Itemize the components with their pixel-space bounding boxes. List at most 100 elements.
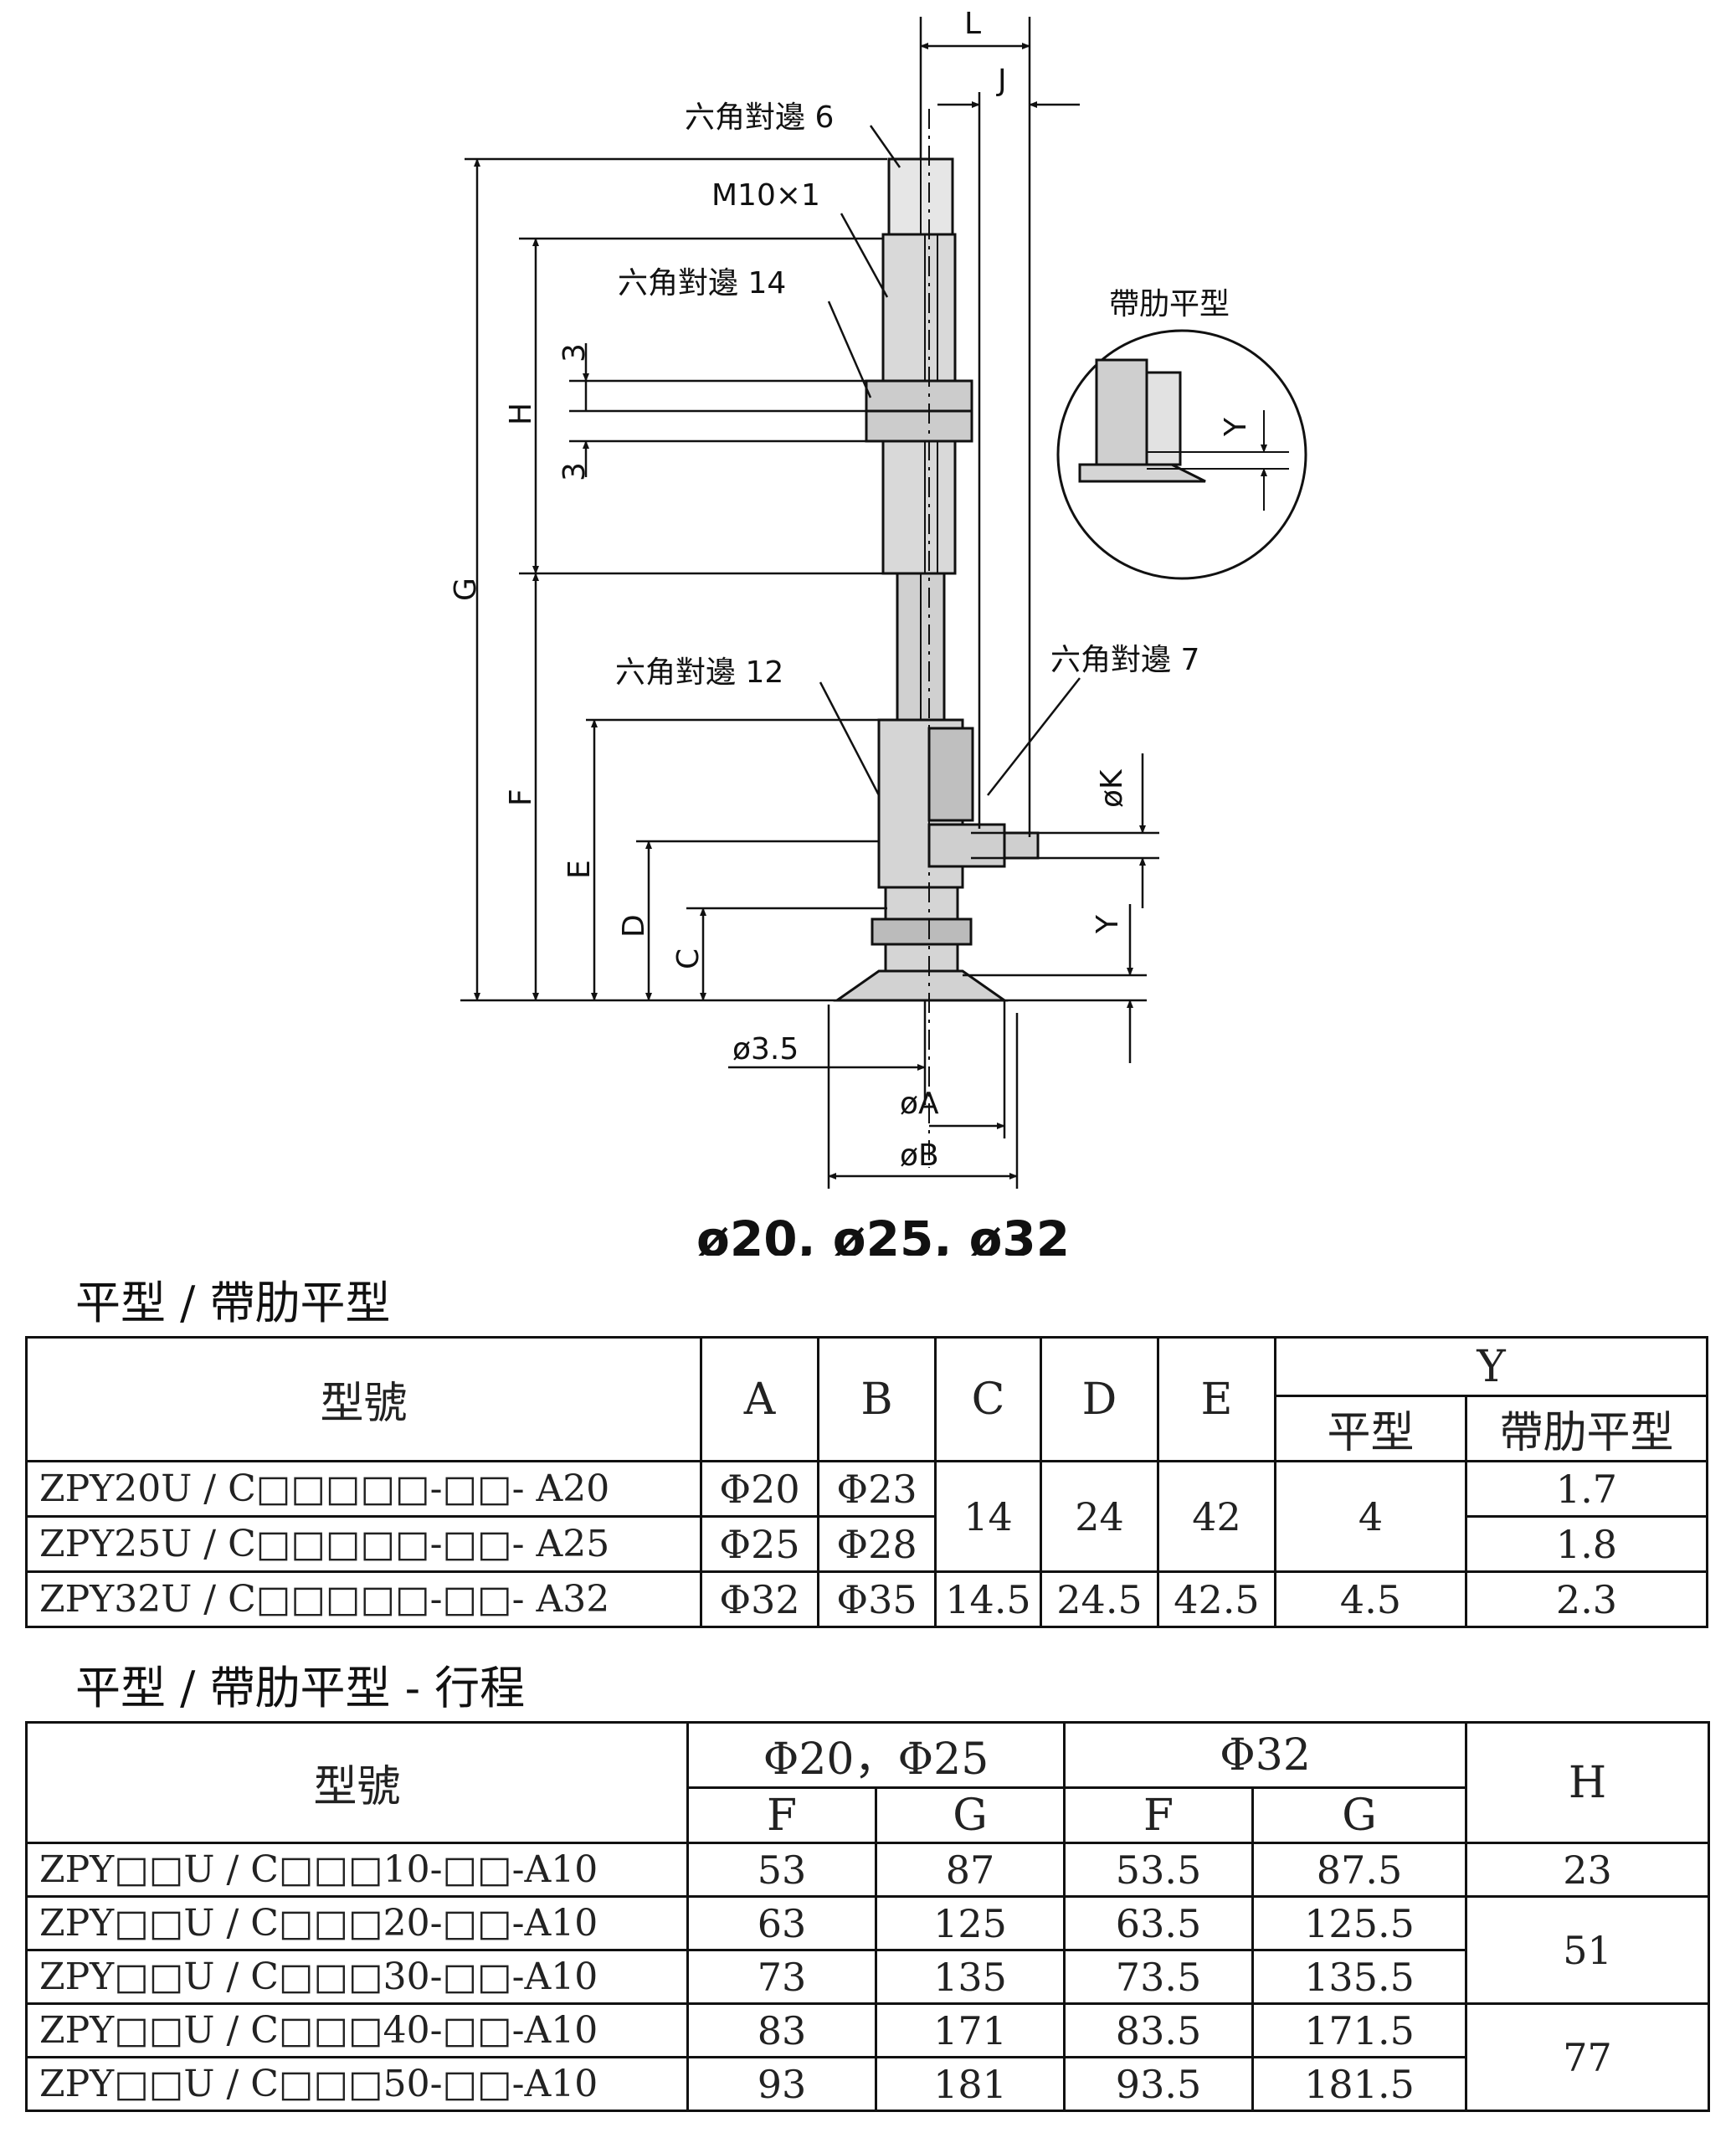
- dim-L-text: L: [964, 7, 981, 41]
- value-cell: Φ25: [700, 1515, 819, 1573]
- table-row: ZPY□□U / C□□□40-□□-A10 83 171 83.5 171.5…: [25, 2002, 1711, 2112]
- value-cell: 77: [1465, 2002, 1711, 2112]
- value-cell: 1.7: [1464, 1460, 1709, 1518]
- col-E: E: [1157, 1336, 1276, 1462]
- model-cell: ZPY25U / C□□□□□-□□- A25: [25, 1515, 702, 1573]
- dim-H-text: H: [504, 403, 538, 425]
- stroke-table: 型號 Φ20，Φ25 Φ32 H F G F G ZPY□□U / C□□□10…: [25, 1721, 1711, 2112]
- table2-title: 平型 / 帶肋平型 - 行程: [75, 1662, 526, 1714]
- value-cell: 4.5: [1274, 1570, 1467, 1628]
- col-group-phi20-25: Φ20，Φ25: [686, 1721, 1066, 1789]
- value-cell: 135.5: [1251, 1949, 1468, 2005]
- value-cell: 87: [874, 1842, 1066, 1898]
- hex12-label: 六角對邊 12: [615, 655, 783, 690]
- value-cell: 14: [934, 1460, 1042, 1573]
- ribbed-title-label: 帶肋平型: [1109, 287, 1230, 321]
- model-cell: ZPY□□U / C□□□50-□□-A10: [25, 2056, 689, 2112]
- table-row: ZPY□□U / C□□□10-□□-A10 53 87 53.5 87.5 2…: [25, 1842, 1711, 1898]
- model-cell: ZPY□□U / C□□□40-□□-A10: [25, 2002, 689, 2058]
- value-cell: 24: [1040, 1460, 1159, 1573]
- value-cell: Φ28: [817, 1515, 937, 1573]
- dim-Y-detail-text: Y: [1219, 417, 1253, 437]
- col-B: B: [817, 1336, 937, 1462]
- dimension-table: 型號 A B C D E Y 平型 帶肋平型 ZPY20U / C□□□□□-□…: [25, 1336, 1709, 1628]
- col-C: C: [934, 1336, 1042, 1462]
- value-cell: 87.5: [1251, 1842, 1468, 1898]
- dim-G-text: G: [449, 578, 483, 601]
- col-G: G: [1251, 1786, 1468, 1844]
- value-cell: 23: [1465, 1842, 1711, 1898]
- col-Y-flat: 平型: [1274, 1395, 1467, 1462]
- col-model: 型號: [25, 1336, 702, 1462]
- model-cell: ZPY□□U / C□□□30-□□-A10: [25, 1949, 689, 2005]
- value-cell: 2.3: [1464, 1570, 1709, 1628]
- value-cell: 93.5: [1063, 2056, 1255, 2112]
- value-cell: 83: [686, 2002, 877, 2058]
- value-cell: 24.5: [1040, 1570, 1159, 1628]
- col-G: G: [874, 1786, 1066, 1844]
- value-cell: 63: [686, 1895, 877, 1951]
- col-model: 型號: [25, 1721, 689, 1844]
- col-A: A: [700, 1336, 819, 1462]
- value-cell: 171: [874, 2002, 1066, 2058]
- value-cell: 51: [1465, 1895, 1711, 2005]
- table-row: ZPY□□U / C□□□30-□□-A10 73 135 73.5 135.5: [25, 1949, 1709, 2005]
- vacuum-pad-drawing: 六角對邊 6 M10×1 六角對邊 14 六角對邊 12 六角對邊 7 帶肋平型…: [449, 7, 1307, 1256]
- value-cell: 4: [1274, 1460, 1467, 1573]
- model-cell: ZPY20U / C□□□□□-□□- A20: [25, 1460, 702, 1518]
- table-row: ZPY□□U / C□□□20-□□-A10 63 125 63.5 125.5…: [25, 1895, 1711, 2005]
- value-cell: 53: [686, 1842, 877, 1898]
- value-cell: 42: [1157, 1460, 1276, 1573]
- dim-B-text: øB: [900, 1138, 939, 1173]
- col-group-phi32: Φ32: [1063, 1721, 1468, 1789]
- dim-C-text: C: [671, 948, 706, 969]
- col-Y-ribbed: 帶肋平型: [1464, 1395, 1709, 1462]
- model-cell: ZPY32U / C□□□□□-□□- A32: [25, 1570, 702, 1628]
- dim-F-text: F: [504, 789, 538, 806]
- col-Y: Y: [1273, 1336, 1709, 1397]
- hex6-label: 六角對邊 6: [685, 100, 834, 135]
- dim-3-bottom-text: 3: [557, 462, 592, 481]
- value-cell: 171.5: [1251, 2002, 1468, 2058]
- m10-label: M10×1: [711, 178, 820, 213]
- size-caption: ø20, ø25, ø32: [696, 1210, 1070, 1256]
- value-cell: 93: [686, 2056, 877, 2112]
- dim-phi35-text: ø3.5: [732, 1032, 799, 1066]
- hex14-nut: [865, 379, 973, 413]
- value-cell: 63.5: [1063, 1895, 1255, 1951]
- value-cell: Φ32: [700, 1570, 819, 1628]
- value-cell: Φ20: [700, 1460, 819, 1518]
- table-row: ZPY32U / C□□□□□-□□- A32 Φ32 Φ35 14.5 24.…: [25, 1570, 1709, 1628]
- value-cell: 125.5: [1251, 1895, 1468, 1951]
- value-cell: 181.5: [1251, 2056, 1468, 2112]
- value-cell: 73.5: [1063, 1949, 1255, 2005]
- model-cell: ZPY□□U / C□□□20-□□-A10: [25, 1895, 689, 1951]
- table1-title: 平型 / 帶肋平型: [75, 1277, 391, 1329]
- value-cell: 53.5: [1063, 1842, 1255, 1898]
- ribbed-detail-circle: [1056, 329, 1307, 580]
- table-row: ZPY25U / C□□□□□-□□- A25 Φ25 Φ28 1.8: [25, 1515, 1709, 1573]
- value-cell: 14.5: [934, 1570, 1042, 1628]
- value-cell: 1.8: [1464, 1515, 1709, 1573]
- dim-K-text: øK: [1095, 768, 1129, 808]
- dim-Y-text: Y: [1091, 914, 1125, 934]
- value-cell: 181: [874, 2056, 1066, 2112]
- hex14-label: 六角對邊 14: [618, 266, 786, 301]
- col-H: H: [1465, 1721, 1711, 1844]
- dim-J-text: J: [996, 64, 1007, 98]
- col-F: F: [1063, 1786, 1255, 1844]
- value-cell: 135: [874, 1949, 1066, 2005]
- hex7-label: 六角對邊 7: [1050, 643, 1199, 677]
- dim-A-text: øA: [900, 1087, 939, 1121]
- value-cell: 125: [874, 1895, 1066, 1951]
- dim-E-text: E: [562, 860, 597, 879]
- col-D: D: [1040, 1336, 1159, 1462]
- model-cell: ZPY□□U / C□□□10-□□-A10: [25, 1842, 689, 1898]
- col-F: F: [686, 1786, 877, 1844]
- table-row: ZPY20U / C□□□□□-□□- A20 Φ20 Φ23 14 24 42…: [25, 1460, 1709, 1573]
- value-cell: 73: [686, 1949, 877, 2005]
- side-fitting: [927, 823, 1006, 868]
- value-cell: Φ35: [817, 1570, 937, 1628]
- value-cell: 42.5: [1157, 1570, 1276, 1628]
- table-row: ZPY□□U / C□□□50-□□-A10 93 181 93.5 181.5: [25, 2056, 1709, 2112]
